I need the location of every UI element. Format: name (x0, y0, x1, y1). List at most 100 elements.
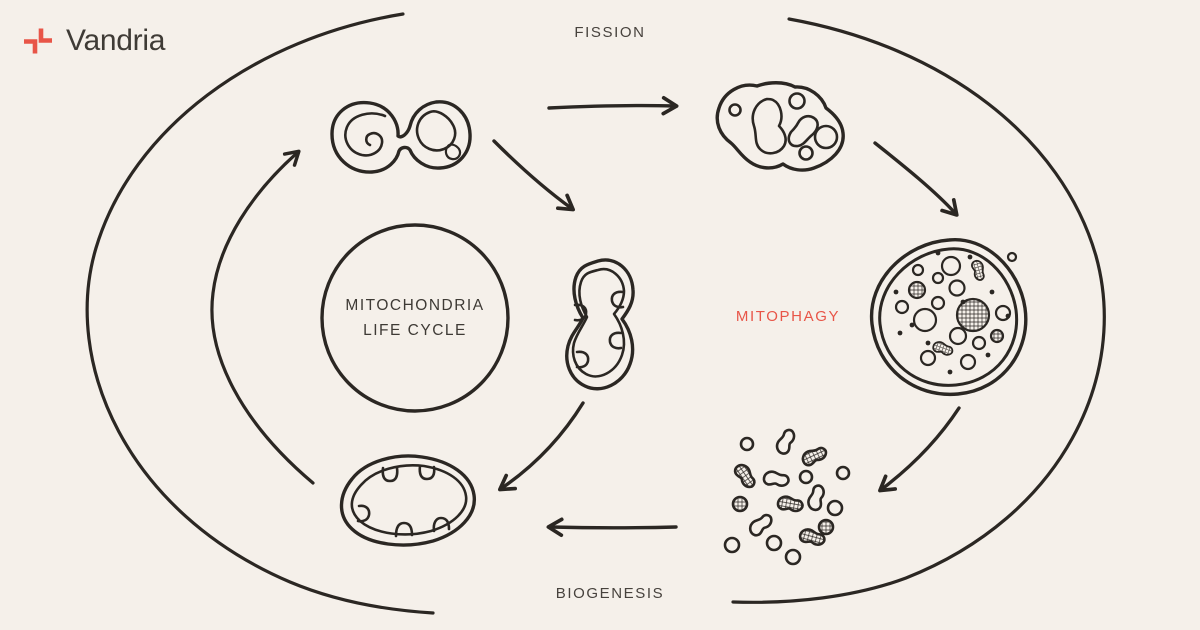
inner-vesicle (728, 103, 742, 117)
dot (1005, 313, 1011, 319)
degrading-body (907, 280, 927, 300)
vesicle (971, 335, 987, 351)
center-circle (320, 223, 510, 413)
autophagosome-outer-membrane (869, 238, 1028, 397)
fragment-circle-hatched (731, 495, 749, 513)
dividing-mitochondrion-outline (330, 100, 472, 174)
degrading-fragment (931, 339, 955, 358)
vesicle (894, 299, 910, 315)
dividing-mitochondrion-illustration (330, 100, 472, 174)
fragment-circle (723, 536, 741, 554)
fragment-circle (798, 469, 814, 485)
fragment-circle (826, 499, 844, 517)
dot (893, 289, 899, 295)
vesicle (931, 271, 945, 285)
outer-cycle-arcs (85, 12, 1106, 615)
inner-membrane-shape (444, 143, 462, 161)
vesicle (919, 349, 937, 367)
fragment-bean-hatched (799, 443, 830, 469)
fragmenting-mitochondrion-outline (715, 81, 845, 172)
degrading-body (955, 297, 991, 333)
fragment-circle (765, 534, 783, 552)
outer-arc-left (85, 12, 435, 615)
fragment-bean (745, 510, 776, 539)
center-label-line1: MITOCHONDRIA (345, 297, 485, 314)
degrading-body (989, 328, 1005, 344)
cycle-arrows (492, 95, 961, 538)
young-mitochondrion-illustration (565, 258, 635, 391)
fragment-bean (773, 426, 799, 457)
vandria-logo-icon (24, 28, 52, 54)
label-biogenesis: BIOGENESIS (555, 585, 665, 602)
vesicle (948, 279, 966, 297)
crista (432, 516, 451, 533)
label-fission: FISSION (574, 24, 646, 41)
young-to-healthy-arrow (497, 401, 585, 492)
young-mitochondrion-outline (565, 258, 635, 391)
crista (394, 521, 414, 538)
brand-name: Vandria (66, 24, 166, 57)
crista (608, 331, 623, 350)
dividing-to-young-arrow (492, 139, 575, 212)
dot (989, 289, 995, 295)
vesicle (994, 304, 1012, 322)
crista (381, 466, 399, 483)
fragment-circle (739, 436, 755, 452)
outer-arc-right (731, 17, 1106, 604)
vesicle (940, 255, 962, 277)
fragment-circle (835, 465, 851, 481)
inner-vesicle (813, 124, 839, 150)
autophagosome-illustration (869, 238, 1028, 397)
crista (356, 504, 371, 523)
fragment-bean (761, 469, 791, 489)
fragment-circle-hatched (817, 518, 835, 536)
dot (947, 369, 953, 375)
inner-membrane-shape (787, 114, 819, 148)
dot (909, 322, 915, 328)
fragmenting-mitochondrion-illustration (715, 81, 845, 172)
crista (610, 290, 625, 309)
vesicle (959, 353, 977, 371)
healthy-inner-membrane (350, 464, 468, 536)
dot (967, 254, 973, 260)
fragment-bean-hatched (731, 460, 760, 492)
dot (897, 330, 903, 336)
vesicle (948, 326, 968, 346)
vesicle (912, 307, 938, 333)
cristae-squiggle (344, 112, 387, 157)
dot (960, 299, 966, 305)
healthy-mitochondrion-illustration (339, 454, 476, 547)
vesicle (1006, 251, 1018, 263)
inner-membrane-shape (415, 110, 457, 152)
autophagosome-contents (893, 250, 1018, 375)
crista (575, 350, 590, 369)
healthy-mitochondrion-outline (339, 454, 476, 547)
dot (925, 340, 931, 346)
crista (573, 303, 588, 322)
brand-logo: Vandria (22, 26, 165, 56)
fragment-bean-hatched (775, 494, 805, 514)
label-mitophagy: MITOPHAGY (735, 308, 841, 325)
inner-membrane-shape (751, 97, 787, 155)
fission-arrow (547, 95, 679, 116)
crista (418, 464, 436, 481)
to-fragments-arrow (878, 406, 961, 493)
mitochondrial-fragments-illustration (723, 426, 851, 566)
center-circle-label: MITOCHONDRIA LIFE CYCLE (345, 293, 484, 343)
degrading-fragment (970, 258, 988, 283)
inner-left-arc-arrow (210, 149, 315, 485)
dot (935, 250, 941, 256)
vesicle (930, 295, 946, 311)
inner-vesicle (798, 145, 814, 161)
autophagosome-inner-membrane (878, 247, 1019, 387)
inner-vesicle (788, 92, 806, 110)
fragment-bean (805, 482, 828, 513)
to-autophagosome-arrow (873, 141, 959, 217)
vesicle (911, 263, 925, 277)
dot (985, 352, 991, 358)
biogenesis-arrow (546, 517, 678, 538)
center-label-line2: LIFE CYCLE (363, 322, 467, 339)
young-inner-membrane (571, 267, 626, 378)
